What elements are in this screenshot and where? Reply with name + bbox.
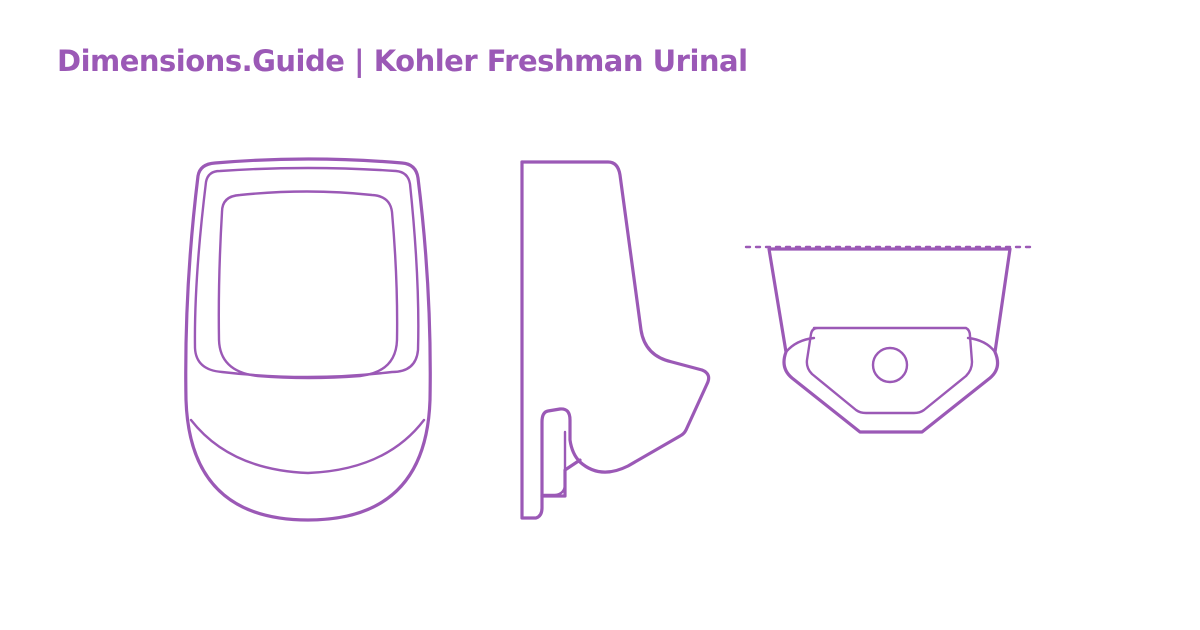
side-back-wall	[520, 160, 544, 520]
top-outline	[767, 247, 1012, 434]
front-lower-curve	[189, 418, 426, 475]
front-outer-outline	[184, 157, 432, 522]
top-bowl	[805, 326, 974, 415]
top-view	[744, 245, 1035, 434]
drain-circle	[871, 346, 909, 384]
side-view	[520, 160, 711, 520]
front-bowl	[217, 190, 399, 380]
top-rim	[784, 336, 997, 354]
side-outline	[520, 160, 711, 498]
front-view	[184, 157, 432, 522]
page-title: Dimensions.Guide | Kohler Freshman Urina…	[57, 44, 748, 78]
side-spud	[542, 430, 567, 497]
front-inner-rim	[193, 166, 420, 379]
